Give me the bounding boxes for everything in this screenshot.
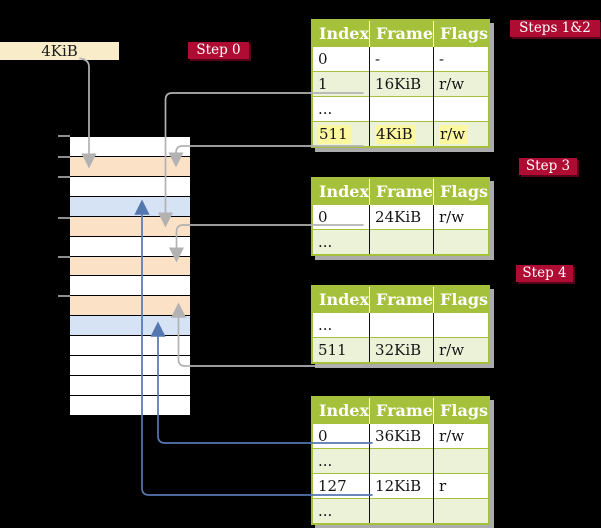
page-table-step-4: Index Frame Flags ... 511 32KiB r/w — [311, 285, 491, 364]
col-header-frame: Frame — [369, 20, 434, 47]
page-table-steps-1-2: Index Frame Flags 0 - - 1 16KiB r/w ... … — [311, 19, 491, 148]
table-row: 0 - - — [312, 46, 490, 72]
table-row-highlighted: 511 4KiB r/w — [312, 121, 490, 147]
memory-row-48kib — [70, 376, 190, 395]
memory-row-4kib — [70, 156, 190, 176]
page-table-step-3: Index Frame Flags 0 24KiB r/w ... — [311, 177, 491, 256]
step-0-badge: Step 0 — [188, 42, 249, 59]
table-row: 511 32KiB r/w — [312, 337, 490, 363]
table-row: 0 24KiB r/w — [312, 204, 490, 230]
col-header-frame: Frame — [369, 286, 434, 313]
table-row: 1 16KiB r/w — [312, 71, 490, 97]
memory-row-40kib — [70, 336, 190, 356]
col-header-flags: Flags — [433, 286, 490, 313]
memory-row-16kib — [70, 216, 190, 236]
table-header-row: Index Frame Flags — [312, 397, 490, 424]
arrow-table1-entry511-to-4kib-frame — [168, 145, 364, 168]
col-header-frame: Frame — [369, 397, 434, 424]
col-header-flags: Flags — [433, 178, 490, 205]
physical-memory-stack — [70, 137, 190, 415]
memory-row-44kib — [70, 356, 190, 376]
table-row: 127 12KiB r — [312, 473, 490, 499]
table-row: ... — [312, 448, 490, 474]
col-header-index: Index — [312, 286, 370, 313]
col-header-frame: Frame — [369, 178, 434, 205]
memory-row-20kib — [70, 236, 190, 256]
table-row: ... — [312, 229, 490, 255]
steps-1-2-badge: Steps 1&2 — [510, 20, 600, 37]
table-row: ... — [312, 498, 490, 524]
memory-row-32kib — [70, 296, 190, 316]
memory-row-28kib — [70, 276, 190, 296]
memory-row-52kib — [70, 395, 190, 415]
table-row: 0 36KiB r/w — [312, 423, 490, 449]
base-address-label: 4KiB — [41, 42, 78, 60]
memory-row-0kib — [70, 137, 190, 156]
col-header-index: Index — [312, 178, 370, 205]
memory-row-12kib — [70, 196, 190, 216]
table-header-row: Index Frame Flags — [312, 20, 490, 47]
table-row: ... — [312, 96, 490, 122]
table-row: ... — [312, 312, 490, 338]
table-header-row: Index Frame Flags — [312, 286, 490, 313]
table-header-row: Index Frame Flags — [312, 178, 490, 205]
page-table-final-level: Index Frame Flags 0 36KiB r/w ... 127 12… — [311, 396, 491, 525]
col-header-flags: Flags — [433, 397, 490, 424]
col-header-index: Index — [312, 397, 370, 424]
col-header-flags: Flags — [433, 20, 490, 47]
col-header-index: Index — [312, 20, 370, 47]
step-4-badge: Step 4 — [516, 265, 573, 282]
step-3-badge: Step 3 — [519, 158, 577, 175]
memory-row-24kib — [70, 256, 190, 276]
page-table-base-address-box: 4KiB — [0, 42, 119, 60]
memory-row-8kib — [70, 176, 190, 196]
memory-row-36kib — [70, 316, 190, 336]
address-tick-marks — [58, 135, 70, 297]
